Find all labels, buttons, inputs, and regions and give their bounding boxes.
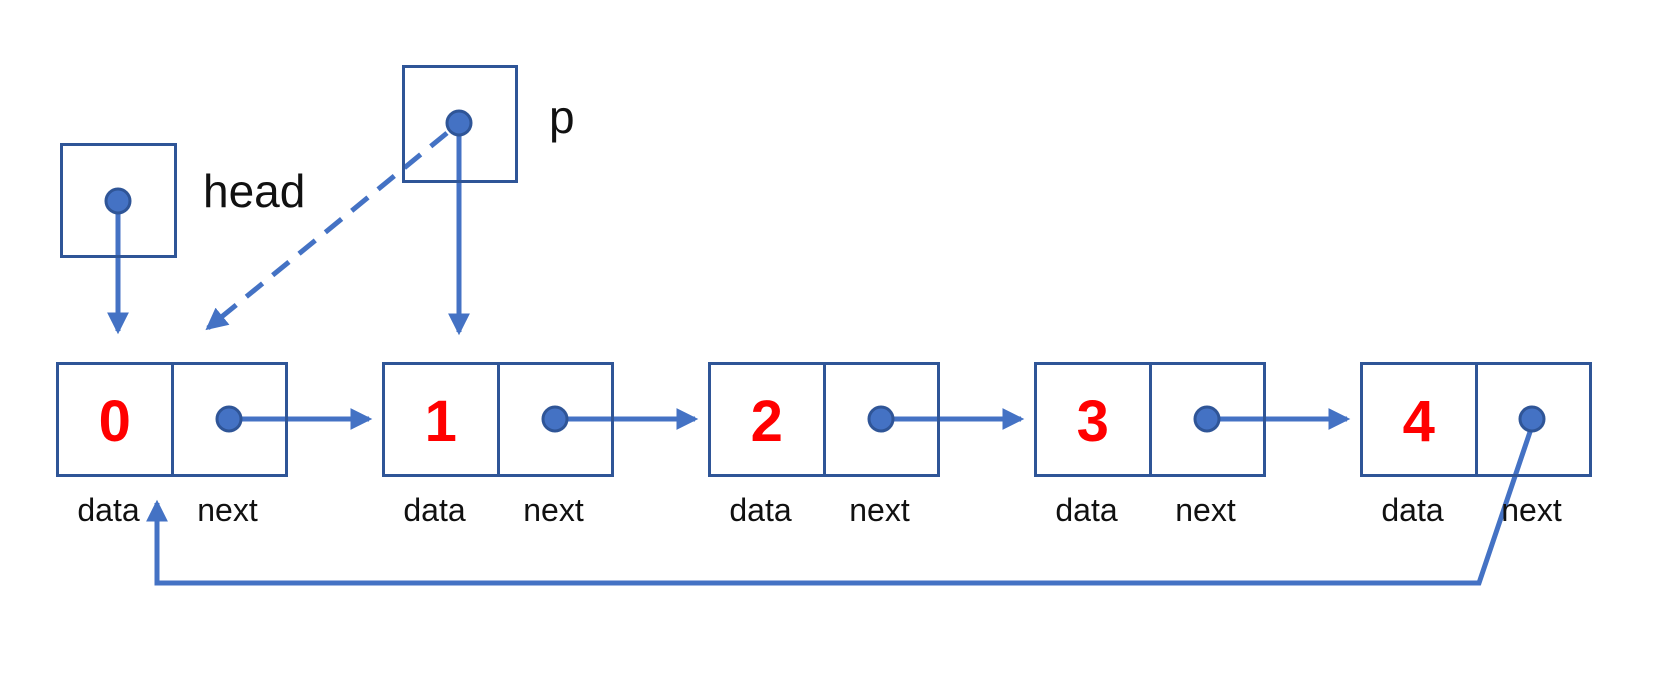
node3-next-dot (1193, 405, 1221, 433)
head-label: head (203, 165, 306, 217)
node-0-value: 0 (98, 388, 131, 454)
node-0: 0 data next (56, 362, 288, 537)
node-3-value: 3 (1076, 388, 1109, 454)
tail-to-head-arrow (145, 425, 1535, 586)
node-2-next-cell (826, 365, 938, 474)
node-3-data-cell: 3 (1037, 365, 1152, 474)
node0-next-dot (215, 405, 243, 433)
head-pointer-box (60, 143, 177, 258)
head-pointer-dot (104, 187, 132, 215)
node-1-next-cell (500, 365, 612, 474)
node-0-next-cell (174, 365, 286, 474)
node-3-data-label: data (1055, 492, 1118, 528)
node-4-data-label: data (1381, 492, 1444, 528)
node-4-value: 4 (1402, 388, 1435, 454)
node-2-box: 2 (708, 362, 940, 477)
node-4-box: 4 (1360, 362, 1592, 477)
node-4-next-label: next (1501, 492, 1562, 528)
node-0-data-label: data (77, 492, 140, 528)
node-0-next-label: next (197, 492, 258, 528)
node2-next-dot (867, 405, 895, 433)
node-1-value: 1 (424, 388, 457, 454)
node-3-next-label: next (1175, 492, 1236, 528)
node-1-box: 1 (382, 362, 614, 477)
node-2-next-label: next (849, 492, 910, 528)
node-2-data-label: data (729, 492, 792, 528)
node-0-box: 0 (56, 362, 288, 477)
node1-next-dot (541, 405, 569, 433)
node-4: 4 data next (1360, 362, 1592, 537)
node-4-next-cell (1478, 365, 1590, 474)
node-1-data-label: data (403, 492, 466, 528)
node-3-box: 3 (1034, 362, 1266, 477)
node-0-data-cell: 0 (59, 365, 174, 474)
node-3-next-cell (1152, 365, 1264, 474)
p-pointer-dot (445, 109, 473, 137)
node-1-data-cell: 1 (385, 365, 500, 474)
node4-next-dot (1518, 405, 1546, 433)
p-pointer-box (402, 65, 518, 183)
node-2: 2 data next (708, 362, 940, 537)
p-label: p (549, 91, 575, 143)
node-2-data-cell: 2 (711, 365, 826, 474)
node-2-value: 2 (750, 388, 783, 454)
node-3: 3 data next (1034, 362, 1266, 537)
node-4-data-cell: 4 (1363, 365, 1478, 474)
node-1: 1 data next (382, 362, 614, 537)
node-1-next-label: next (523, 492, 584, 528)
p-dashed-arrow (205, 131, 449, 331)
